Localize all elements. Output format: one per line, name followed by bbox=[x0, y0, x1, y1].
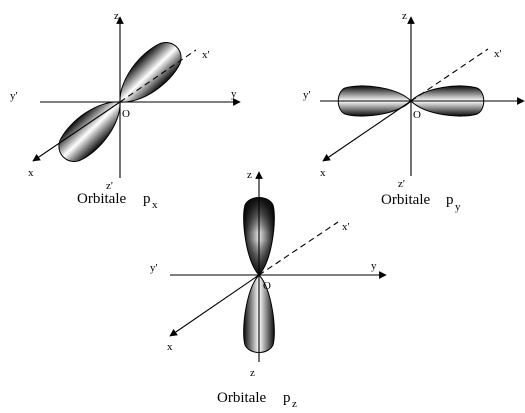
diagram-py: z y' x' x O z' Orbitale p y bbox=[303, 10, 525, 213]
pz-label-z-neg: z bbox=[250, 367, 255, 379]
pz-label-z: z bbox=[247, 169, 252, 181]
pz-caption-sub: z bbox=[292, 398, 297, 408]
pz-label-origin: O bbox=[263, 280, 271, 292]
pz-x-axis bbox=[169, 274, 260, 337]
px-label-y-neg: y' bbox=[10, 90, 18, 102]
diagram-pz: z y y' x' x O z Orbitale p z bbox=[150, 169, 387, 410]
px-x-neg-axis bbox=[119, 49, 197, 103]
py-label-x-neg: x' bbox=[494, 48, 502, 60]
px-caption-p: p bbox=[143, 191, 151, 207]
py-caption-sub: y bbox=[455, 201, 461, 213]
pz-caption: Orbitale bbox=[217, 390, 266, 406]
pz-caption-p: p bbox=[283, 390, 291, 406]
px-label-x-neg: x' bbox=[202, 49, 210, 61]
py-label-x: x bbox=[320, 167, 326, 179]
py-label-z-neg: z' bbox=[398, 178, 405, 190]
pz-label-y: y bbox=[371, 260, 377, 272]
pz-label-y-neg: y' bbox=[150, 262, 158, 274]
px-lobe-lower bbox=[58, 101, 121, 163]
px-label-origin: O bbox=[122, 108, 130, 120]
py-caption: Orbitale bbox=[381, 192, 430, 208]
px-label-y: y bbox=[231, 88, 237, 100]
px-caption-sub: x bbox=[152, 199, 158, 211]
pz-x-neg-axis bbox=[258, 221, 339, 276]
py-x-axis bbox=[322, 100, 412, 162]
diagram-px: z y y' x' x O z' Orbitale p x bbox=[10, 10, 241, 211]
py-x-neg-axis bbox=[410, 48, 489, 102]
px-label-z-neg: z' bbox=[106, 180, 113, 192]
py-caption-p: p bbox=[446, 192, 454, 208]
px-label-z: z bbox=[114, 10, 119, 22]
px-x-axis bbox=[32, 101, 121, 162]
py-label-origin: O bbox=[413, 109, 421, 121]
px-lobe-upper bbox=[119, 41, 182, 103]
pz-label-x: x bbox=[167, 341, 173, 353]
pz-label-x-neg: x' bbox=[342, 221, 350, 233]
px-label-x: x bbox=[28, 167, 34, 179]
py-label-z: z bbox=[402, 10, 407, 22]
px-caption: Orbitale bbox=[77, 191, 126, 207]
py-label-y-neg: y' bbox=[303, 89, 311, 101]
